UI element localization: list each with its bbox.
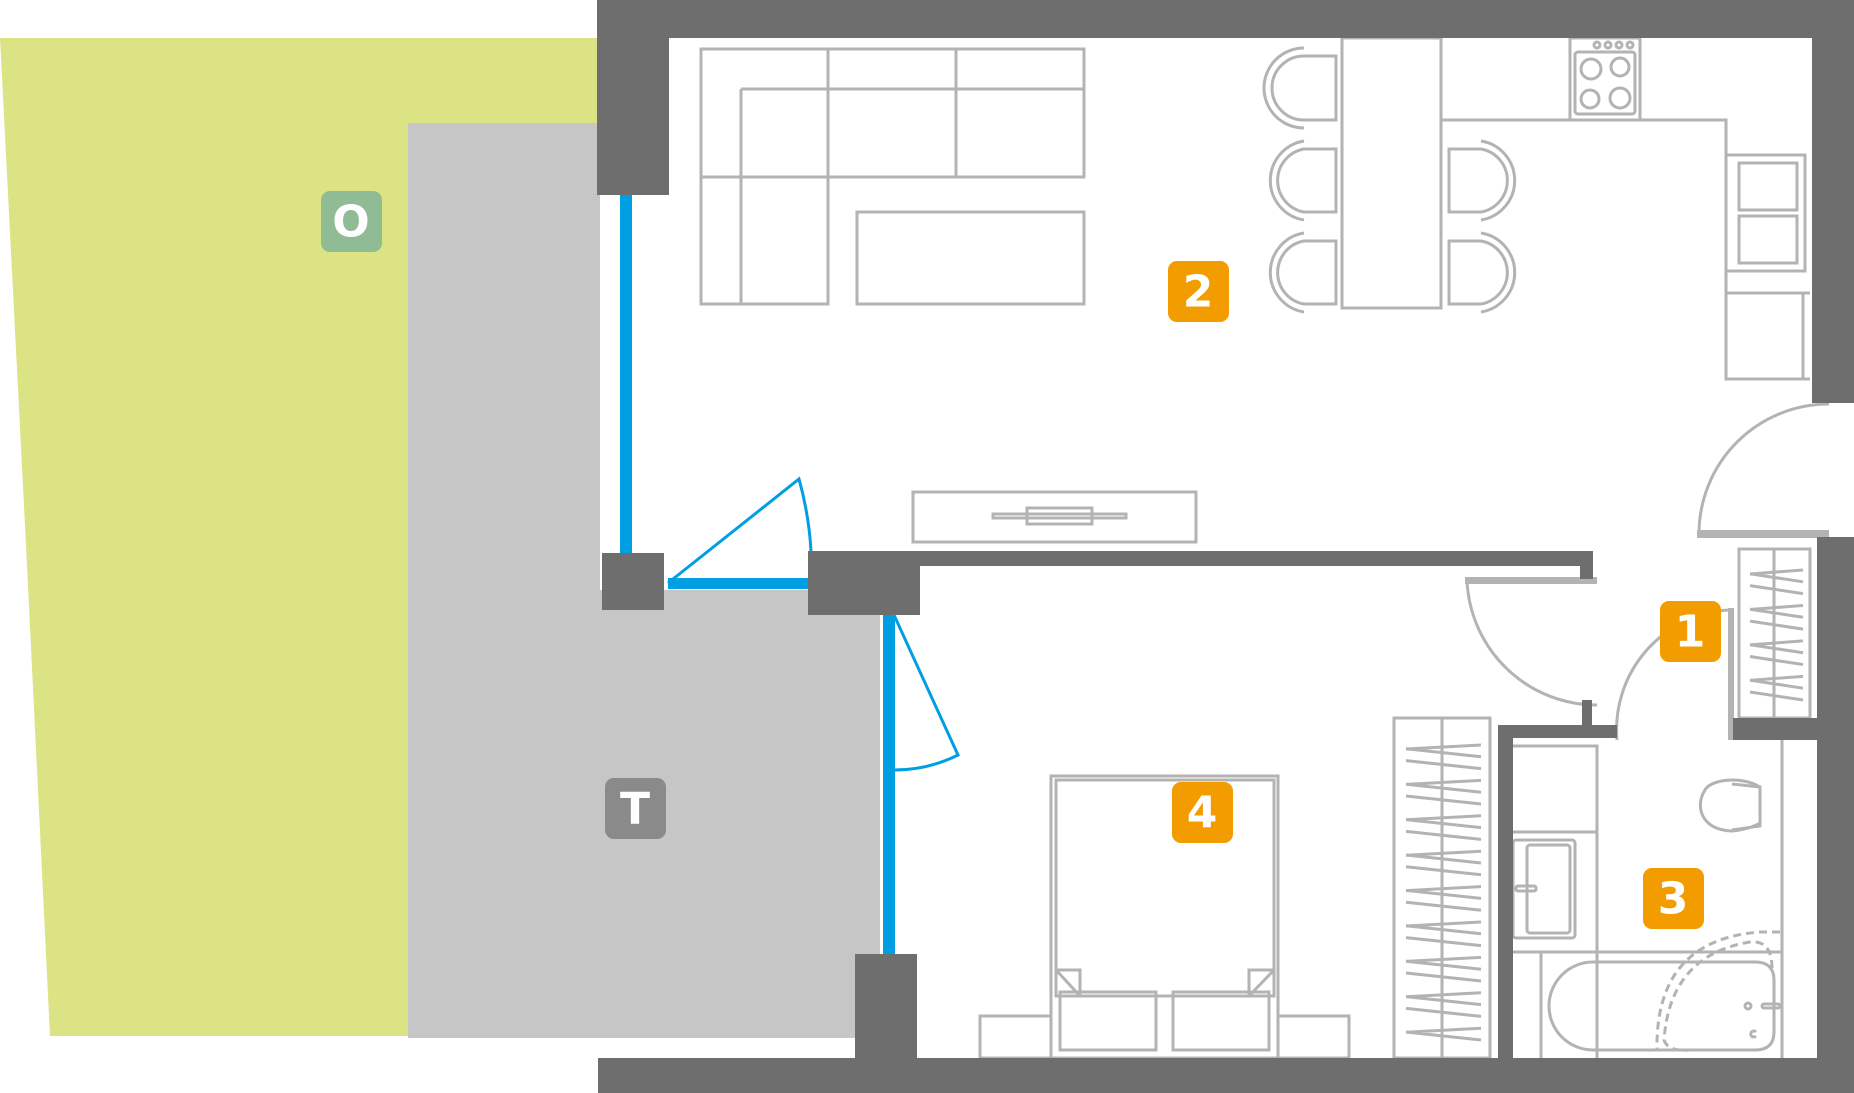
nightstand-right	[1276, 1014, 1351, 1060]
terrace-area	[408, 123, 880, 1038]
bathroom-label: 3	[1658, 874, 1689, 925]
dining-chairs	[1262, 46, 1517, 314]
hall-wardrobe	[1737, 547, 1812, 720]
bathroom-door[interactable]	[1465, 577, 1598, 707]
living-window	[620, 195, 632, 553]
room-badge-hall: 1	[1660, 601, 1721, 662]
terrace-door-living[interactable]	[667, 476, 813, 589]
garden-badge: O	[321, 191, 382, 252]
sofa	[699, 47, 1086, 306]
hall-label: 1	[1675, 607, 1706, 658]
room-badge-bathroom: 3	[1643, 868, 1704, 929]
room-badge-living: 2	[1168, 261, 1229, 322]
dining-table	[1340, 36, 1443, 310]
living-label: 2	[1183, 267, 1214, 318]
garden-label: O	[332, 197, 369, 248]
entry-door[interactable]	[1697, 402, 1830, 538]
toilet	[1698, 778, 1762, 833]
walls	[597, 0, 1854, 1093]
bedroom-label: 4	[1187, 788, 1218, 839]
room-badge-bedroom: 4	[1172, 782, 1233, 843]
tv-stand	[911, 490, 1198, 544]
washing-machine-cabinet	[1511, 744, 1599, 1058]
bedroom-wardrobe	[1392, 716, 1492, 1060]
terrace-badge: T	[605, 778, 666, 839]
stove	[1568, 36, 1642, 122]
coffee-table	[855, 210, 1086, 306]
terrace-label: T	[620, 784, 650, 835]
terrace-door-bedroom[interactable]	[883, 614, 960, 954]
bathtub	[1513, 930, 1782, 1058]
bed	[1049, 774, 1280, 1060]
nightstand-left	[978, 1014, 1053, 1060]
